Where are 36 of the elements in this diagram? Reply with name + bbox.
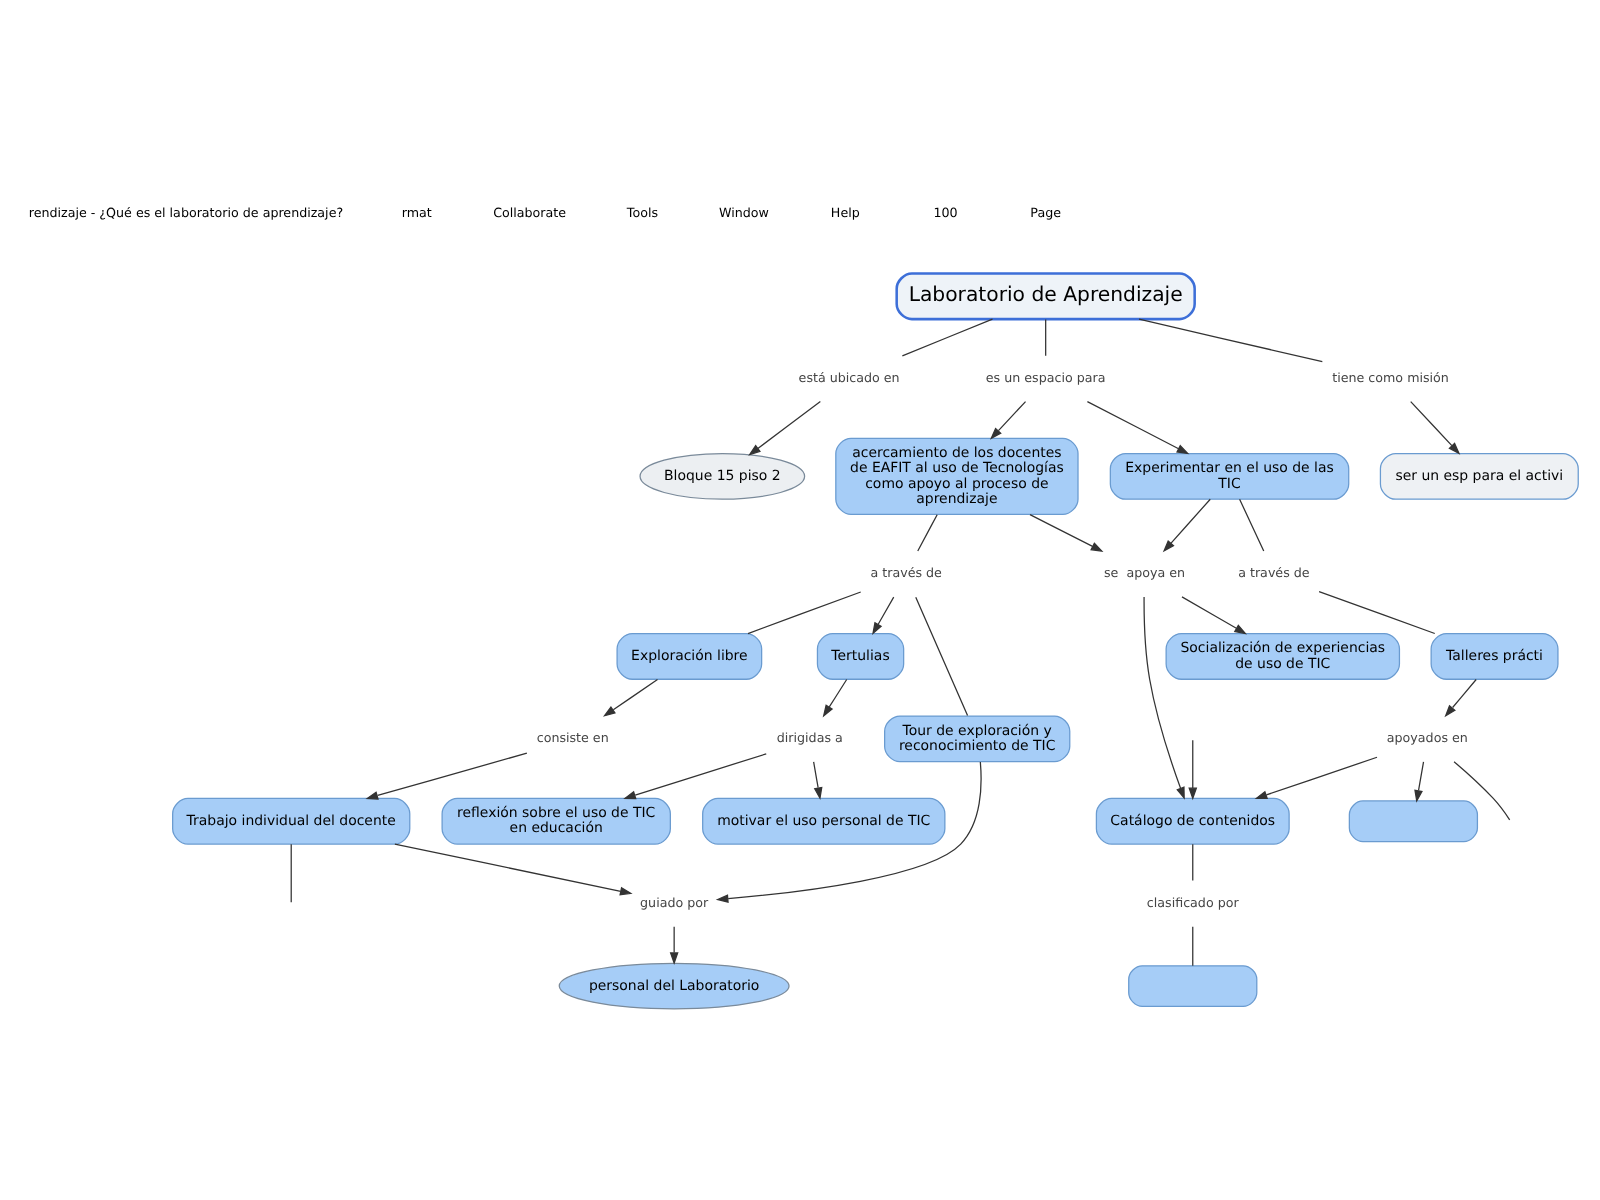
arrow	[715, 761, 982, 904]
connector	[917, 514, 938, 552]
arrow	[1414, 761, 1425, 803]
arrow	[669, 926, 679, 965]
arrow	[813, 761, 823, 801]
arrow	[1444, 678, 1477, 718]
node-box	[1128, 965, 1258, 1008]
arrow	[822, 678, 848, 718]
arrow	[623, 753, 767, 800]
connector	[1192, 843, 1194, 882]
connector	[1138, 318, 1323, 363]
connector	[1238, 498, 1265, 552]
arrow	[1254, 756, 1378, 800]
arrow	[872, 596, 895, 636]
connector	[915, 596, 969, 717]
arrow	[1188, 739, 1198, 801]
connector	[747, 591, 862, 635]
arrow	[1029, 514, 1104, 552]
arrow	[602, 678, 659, 717]
arrow	[1143, 596, 1185, 800]
arrow	[1086, 400, 1190, 455]
connector	[901, 318, 994, 357]
arrow	[365, 752, 528, 800]
arrow	[1410, 400, 1461, 455]
arrow	[394, 843, 633, 896]
node-box	[1348, 800, 1479, 843]
connector	[1045, 318, 1047, 357]
connector	[290, 843, 292, 903]
connector	[1192, 926, 1194, 967]
arrow	[748, 400, 821, 456]
connector	[1318, 591, 1436, 635]
arrow	[1162, 498, 1211, 553]
arrow	[989, 400, 1027, 440]
arrow	[1181, 596, 1248, 635]
connector	[1453, 761, 1511, 821]
node-box: Laboratorio de Aprendizaje	[895, 272, 1196, 321]
